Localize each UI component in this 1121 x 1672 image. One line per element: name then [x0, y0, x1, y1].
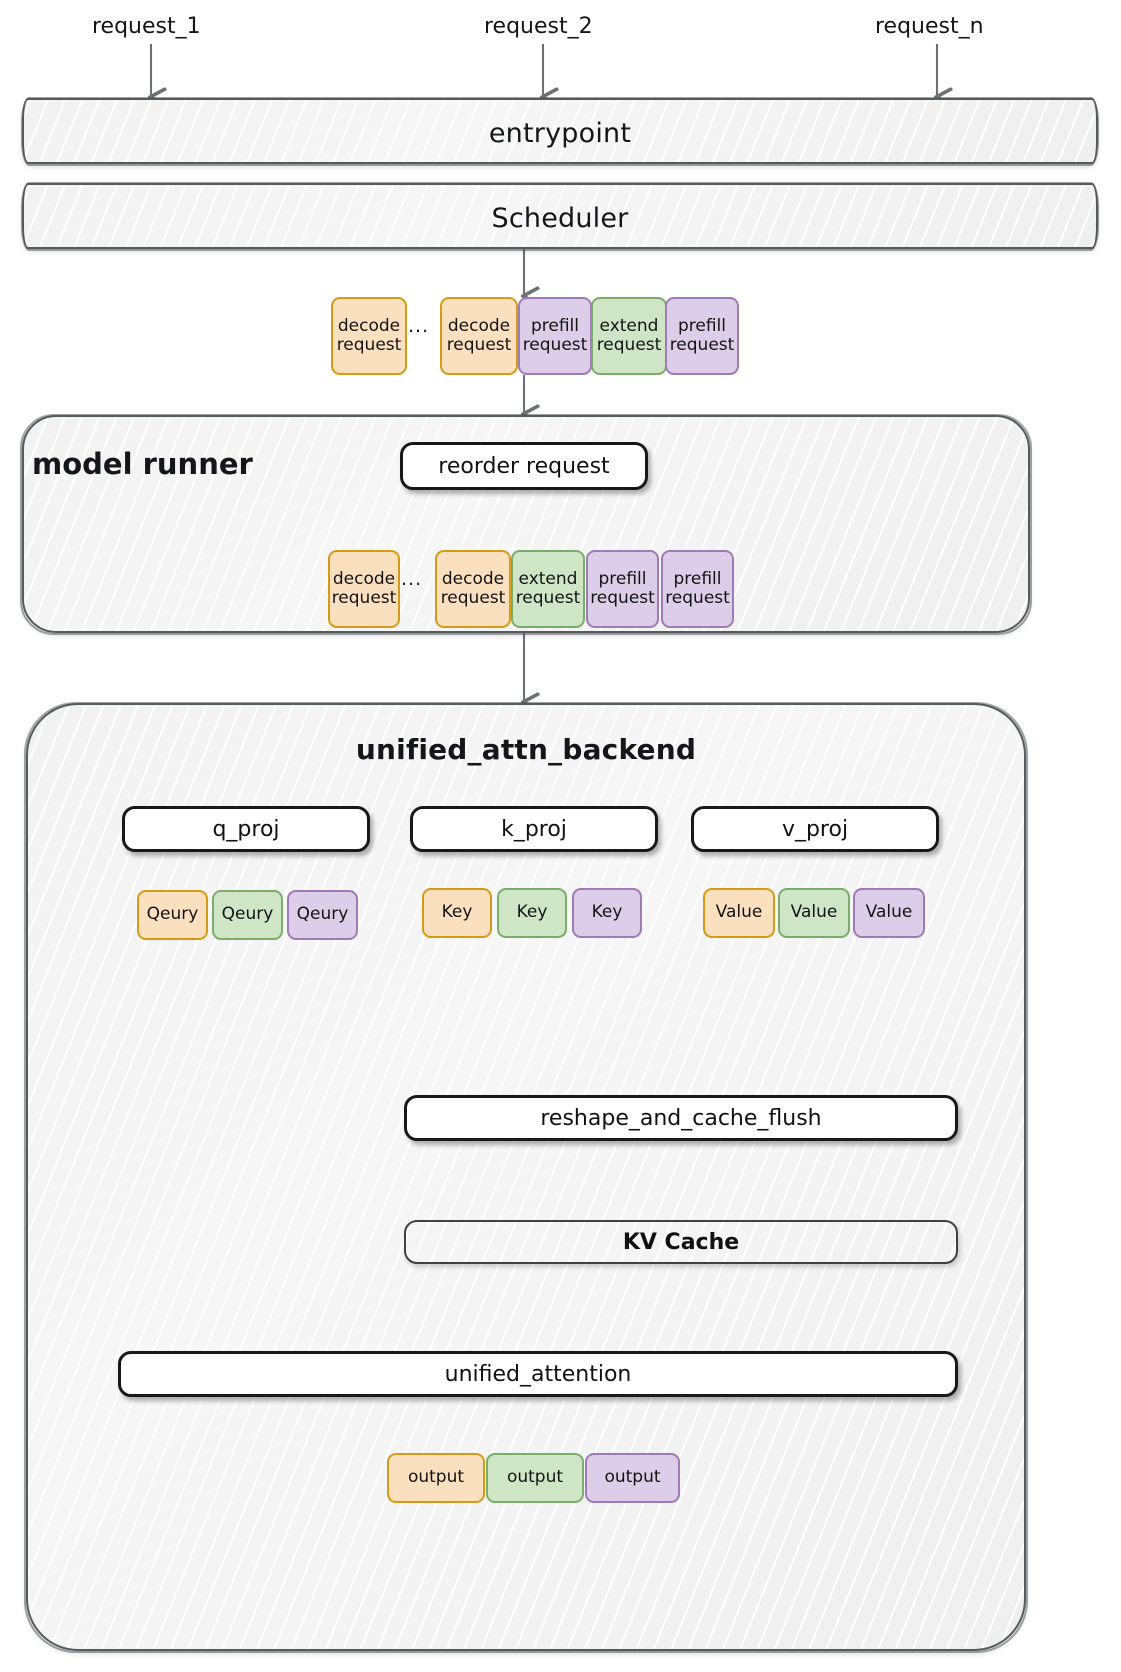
- scheduler-chip-1[interactable]: decode request: [440, 297, 518, 375]
- scheduler-label: Scheduler: [491, 203, 629, 234]
- chip-line-1: decode: [447, 315, 511, 336]
- value-token-label: Value: [865, 902, 913, 923]
- key-token-label: Key: [591, 902, 623, 923]
- chip-line-1: prefill: [673, 568, 722, 589]
- chip-line-1: decode: [337, 315, 401, 336]
- key-token-0[interactable]: Key: [422, 888, 492, 938]
- model-runner-chip-1[interactable]: decode request: [435, 550, 511, 628]
- chip-line-2: request: [515, 588, 581, 608]
- output-chip-0[interactable]: output: [387, 1453, 485, 1503]
- query-token-0[interactable]: Qeury: [137, 890, 208, 940]
- model-runner-chip-4[interactable]: prefill request: [661, 550, 734, 628]
- key-token-label: Key: [516, 902, 548, 923]
- chip-line-2: request: [522, 335, 588, 355]
- value-token-0[interactable]: Value: [703, 888, 775, 938]
- key-token-label: Key: [441, 902, 473, 923]
- q-proj-box[interactable]: q_proj: [122, 806, 370, 852]
- chip-line-2: request: [669, 335, 735, 355]
- scheduler-panel[interactable]: Scheduler: [21, 182, 1099, 251]
- entrypoint-label: entrypoint: [488, 118, 632, 149]
- chip-line-1: prefill: [677, 315, 727, 336]
- chip-line-2: request: [336, 335, 402, 355]
- model-runner-ellipsis: ...: [401, 568, 423, 590]
- query-token-1[interactable]: Qeury: [212, 890, 283, 940]
- chip-line-1: prefill: [530, 315, 580, 336]
- output-chip-2[interactable]: output: [585, 1453, 680, 1503]
- query-token-label: Qeury: [146, 904, 199, 925]
- value-token-1[interactable]: Value: [778, 888, 850, 938]
- value-token-label: Value: [790, 902, 838, 923]
- entrypoint-panel[interactable]: entrypoint: [21, 97, 1099, 166]
- chip-line-1: decode: [441, 568, 505, 589]
- kv-cache-label: KV Cache: [622, 1229, 740, 1255]
- q-proj-label: q_proj: [212, 816, 280, 842]
- scheduler-chip-4[interactable]: prefill request: [665, 297, 739, 375]
- unified-attention-label: unified_attention: [444, 1361, 632, 1387]
- key-token-2[interactable]: Key: [572, 888, 642, 938]
- chip-line-2: request: [665, 588, 730, 608]
- chip-line-1: prefill: [598, 568, 647, 589]
- top-label-request-1: request_1: [92, 14, 201, 39]
- unified-attn-backend-label: unified_attn_backend: [355, 733, 697, 766]
- chip-line-1: decode: [332, 568, 396, 589]
- scheduler-chip-3[interactable]: extend request: [591, 297, 667, 375]
- query-token-label: Qeury: [221, 904, 274, 925]
- k-proj-box[interactable]: k_proj: [410, 806, 658, 852]
- model-runner-chip-3[interactable]: prefill request: [586, 550, 659, 628]
- output-label: output: [604, 1467, 661, 1488]
- chip-line-2: request: [590, 588, 655, 608]
- top-label-request-n: request_n: [875, 14, 984, 39]
- reshape-and-cache-flush-label: reshape_and_cache_flush: [540, 1105, 822, 1131]
- v-proj-box[interactable]: v_proj: [691, 806, 939, 852]
- chip-line-2: request: [446, 335, 512, 355]
- output-chip-1[interactable]: output: [486, 1453, 584, 1503]
- v-proj-label: v_proj: [781, 816, 849, 842]
- k-proj-label: k_proj: [501, 816, 567, 842]
- model-runner-chip-2[interactable]: extend request: [511, 550, 585, 628]
- chip-line-1: extend: [518, 568, 578, 589]
- key-token-1[interactable]: Key: [497, 888, 567, 938]
- output-label: output: [506, 1467, 564, 1488]
- kv-cache-box[interactable]: KV Cache: [404, 1220, 958, 1264]
- reorder-request-label: reorder request: [438, 453, 610, 479]
- unified-attention-box[interactable]: unified_attention: [118, 1351, 958, 1397]
- reorder-request-box[interactable]: reorder request: [400, 442, 648, 490]
- scheduler-chip-0[interactable]: decode request: [331, 297, 407, 375]
- query-token-2[interactable]: Qeury: [287, 890, 358, 940]
- top-label-request-2: request_2: [484, 14, 593, 39]
- chip-line-2: request: [440, 588, 506, 608]
- reshape-and-cache-flush-box[interactable]: reshape_and_cache_flush: [404, 1095, 958, 1141]
- model-runner-label: model runner: [32, 447, 253, 481]
- chip-line-1: extend: [599, 315, 659, 336]
- scheduler-chip-2[interactable]: prefill request: [518, 297, 592, 375]
- chip-line-2: request: [331, 588, 397, 608]
- value-token-label: Value: [715, 902, 763, 923]
- value-token-2[interactable]: Value: [853, 888, 925, 938]
- chip-line-2: request: [596, 335, 662, 355]
- query-token-label: Qeury: [296, 904, 349, 925]
- scheduler-batch-ellipsis: ...: [408, 315, 430, 337]
- model-runner-chip-0[interactable]: decode request: [328, 550, 400, 628]
- output-label: output: [407, 1467, 465, 1488]
